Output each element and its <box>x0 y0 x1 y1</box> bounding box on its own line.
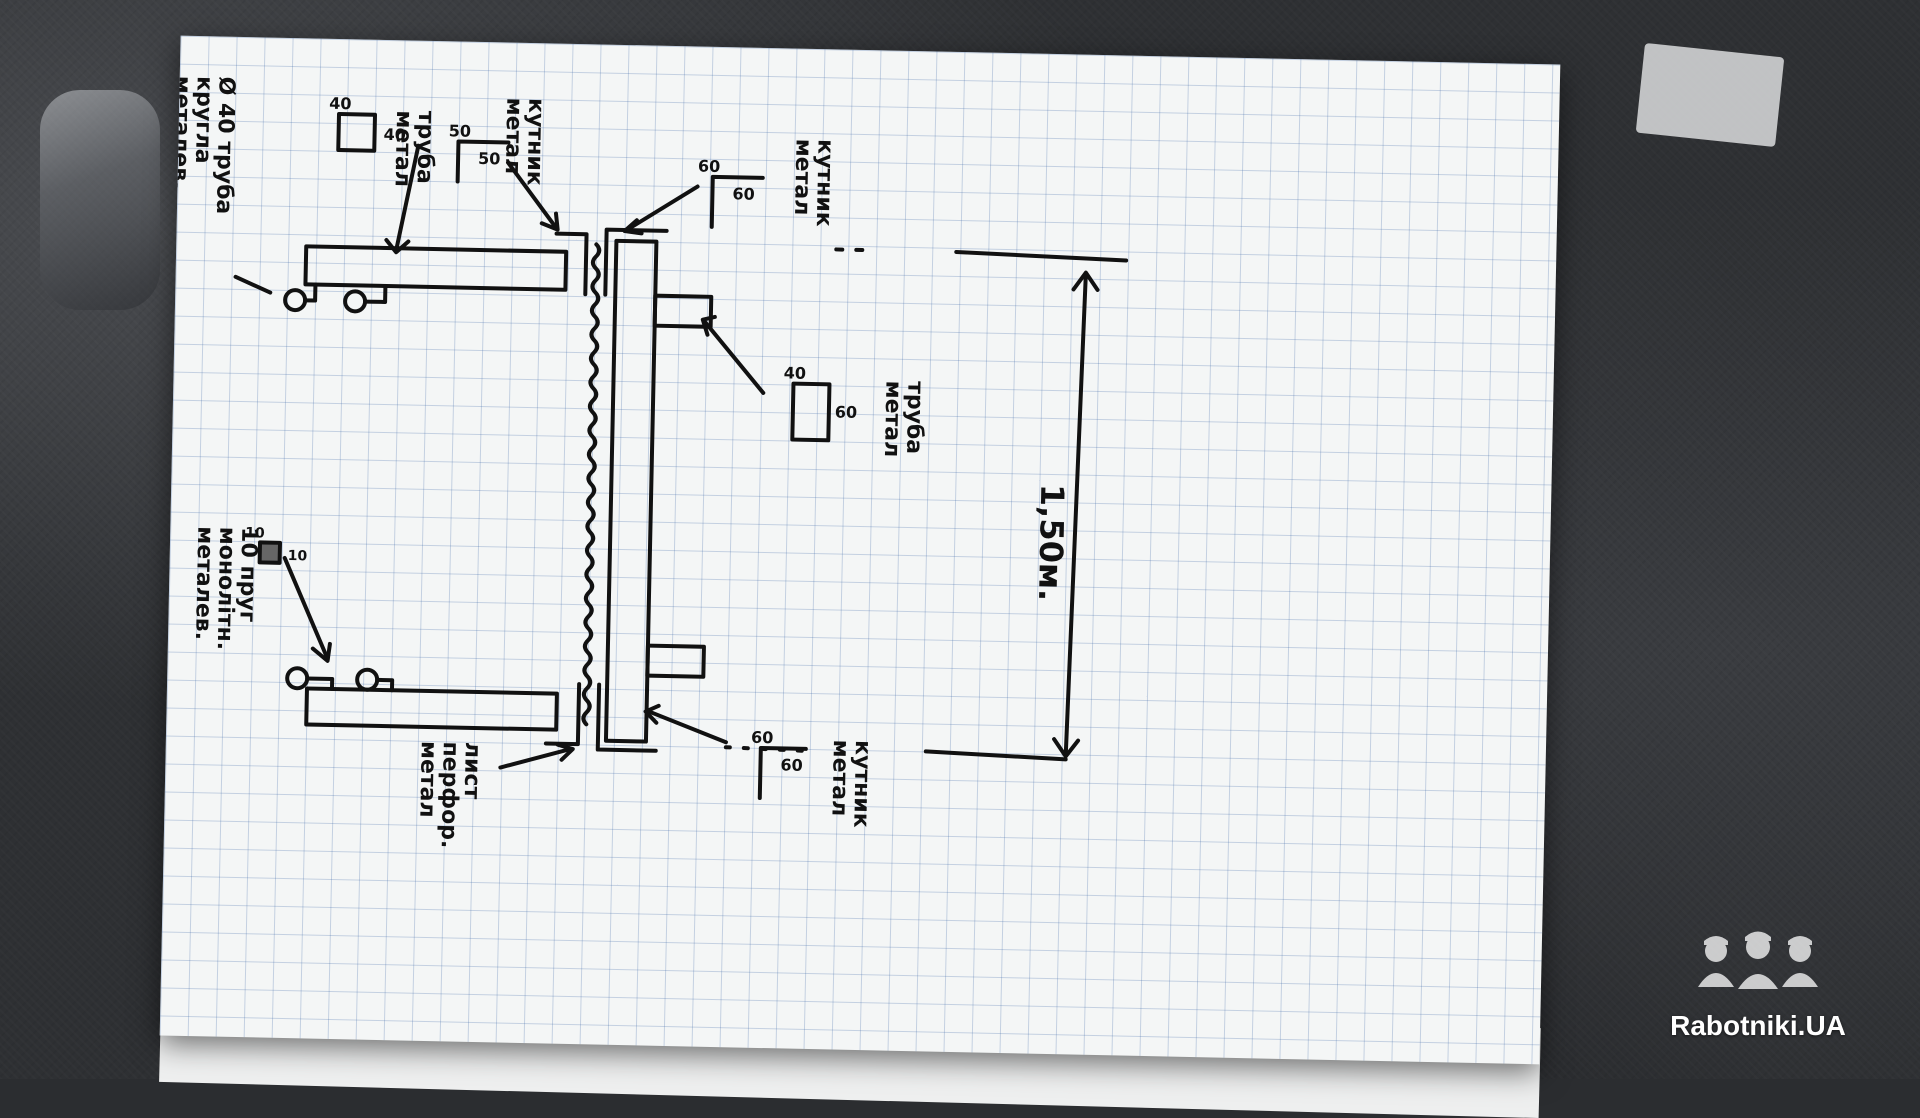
rod-section <box>257 540 283 565</box>
angle-top-dim-2: 50 <box>478 149 501 168</box>
rod-label-line1: 10 пруг <box>234 527 261 623</box>
perforated-sheet-wave <box>581 242 602 727</box>
angle-section-60-right <box>709 174 765 229</box>
sheet-label-line2: перфор. <box>436 741 463 848</box>
rod-label-line3: металев. <box>190 526 217 640</box>
support-block-bottom <box>645 643 706 679</box>
round-pipe-3 <box>285 666 310 691</box>
main-frame-bar <box>603 238 659 744</box>
angle-section-50 <box>455 139 511 184</box>
square-pipe-section <box>336 111 378 153</box>
bottom-square-pipe <box>304 686 559 732</box>
angle-right-label-line1: кутник <box>811 139 838 227</box>
top-right-angle <box>603 227 669 297</box>
square-pipe-dim-2: 40 <box>383 125 406 144</box>
angle-bottom-dim-2: 60 <box>780 755 803 774</box>
rect-pipe-dim-2: 60 <box>835 402 858 421</box>
angle-bottom-label-line2: метал <box>826 739 853 816</box>
hand-drawn-sketch: 10 пруг монолітн. металев. 10 10 Ø 40 тр… <box>167 75 1129 849</box>
rod-dim-w: 10 <box>245 525 265 541</box>
angle-bottom-label-line1: кутник <box>848 740 875 828</box>
length-label: 1,50м. <box>1031 484 1071 602</box>
dimension-line <box>1063 272 1088 757</box>
sheet-label-line3: метал <box>414 741 441 818</box>
round-pipe-2 <box>343 289 368 314</box>
angle-right-label-line2: метал <box>789 138 816 215</box>
top-square-pipe <box>303 244 569 292</box>
bottom-right-angle <box>595 682 658 753</box>
angle-right-dim-2: 60 <box>732 184 755 203</box>
angle-top-dim-1: 50 <box>448 121 471 140</box>
angle-top-label-line1: кутник <box>522 98 549 186</box>
watermark-text: Rabotniki.UA <box>1670 1010 1846 1041</box>
rect-pipe-label-line2: метал <box>879 380 906 457</box>
angle-top-label-line2: метал <box>500 97 527 174</box>
background-paper <box>1635 42 1785 148</box>
round-pipe-label-line1: Ø 40 труба <box>211 76 239 214</box>
notebook-page: 10 пруг монолітн. металев. 10 10 Ø 40 тр… <box>159 35 1561 1065</box>
round-pipe-1 <box>283 288 308 313</box>
square-pipe-label-line2: метал <box>390 110 417 187</box>
rect-pipe-label-line1: труба <box>901 381 928 455</box>
rect-pipe-dim-1: 40 <box>783 363 806 382</box>
angle-section-60-bottom <box>757 745 808 800</box>
rect-pipe-section <box>790 381 832 443</box>
sheet-label-line1: лист <box>459 742 485 800</box>
round-pipe-4 <box>355 667 380 692</box>
car-interior-part <box>40 90 160 310</box>
watermark: Rabotniki.UA <box>1628 925 1888 1045</box>
square-pipe-dim-1: 40 <box>329 94 352 113</box>
support-block-top <box>652 293 714 329</box>
square-pipe-label-line1: труба <box>412 111 439 185</box>
angle-bottom-dim-1: 60 <box>751 728 774 747</box>
rod-label-line2: монолітн. <box>212 526 240 650</box>
rod-dim-h: 10 <box>288 548 308 564</box>
round-pipe-label-line2: кругла <box>190 76 217 164</box>
angle-right-dim-1: 60 <box>698 157 721 176</box>
workers-logo-icon <box>1698 931 1818 989</box>
top-left-angle <box>554 231 589 297</box>
